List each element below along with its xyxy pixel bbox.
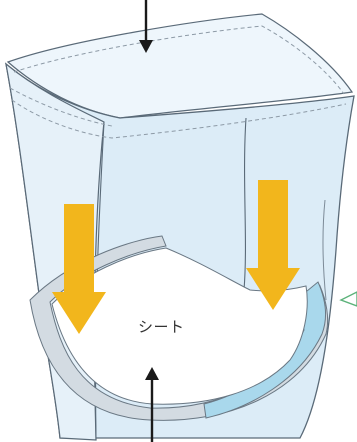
sheet-label: シート: [138, 316, 198, 337]
side-pointer-icon: [341, 292, 357, 306]
